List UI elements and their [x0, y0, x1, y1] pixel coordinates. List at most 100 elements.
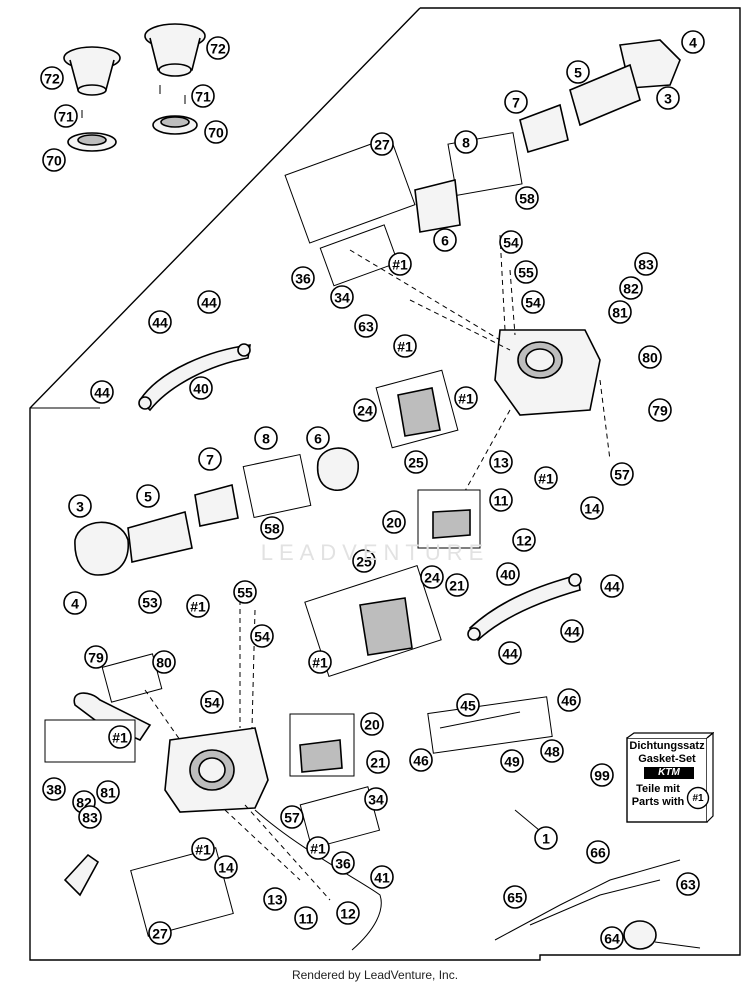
callout-hash-1: #1 — [306, 836, 330, 860]
callout-44: 44 — [600, 574, 624, 598]
callout-99: 99 — [590, 763, 614, 787]
callout-38: 38 — [42, 777, 66, 801]
callout-79: 79 — [648, 398, 672, 422]
callout-label: 44 — [502, 646, 518, 662]
callout-7: 7 — [198, 447, 222, 471]
callout-label: 58 — [519, 191, 535, 207]
callout-55: 55 — [233, 580, 257, 604]
callout-label: 24 — [424, 570, 440, 586]
svg-text:#1: #1 — [692, 793, 704, 804]
callout-label: 21 — [370, 755, 386, 771]
callout-81: 81 — [608, 300, 632, 324]
callout-label: 54 — [254, 629, 270, 645]
callout-label: 44 — [604, 579, 620, 595]
callout-label: 82 — [623, 281, 639, 297]
callout-label: #1 — [190, 599, 206, 615]
callout-label: 8 — [462, 135, 470, 151]
callout-label: 53 — [142, 595, 158, 611]
callout-40: 40 — [496, 562, 520, 586]
callout-label: #1 — [195, 842, 211, 858]
callout-label: 13 — [493, 455, 509, 471]
callout-label: 44 — [201, 295, 217, 311]
callout-11: 11 — [294, 906, 318, 930]
callout-label: 20 — [364, 717, 380, 733]
callout-label: 11 — [299, 911, 314, 927]
callout-label: 13 — [267, 892, 283, 908]
callout-label: 46 — [561, 693, 577, 709]
callout-label: 46 — [413, 753, 429, 769]
sensor-lead — [654, 941, 701, 949]
wire-harness-2 — [529, 879, 661, 926]
callout-25: 25 — [404, 450, 428, 474]
callout-54: 54 — [499, 230, 523, 254]
callout-label: 71 — [58, 109, 74, 125]
callout-label: 12 — [516, 533, 532, 549]
ktm-logo: KTM — [644, 767, 694, 779]
callout-6: 6 — [433, 228, 457, 252]
callout-label: 6 — [314, 431, 322, 447]
callout-label: 36 — [295, 271, 311, 287]
lower-right-bracket — [467, 573, 582, 642]
callout-46: 46 — [409, 748, 433, 772]
callout-hash-1: #1 — [393, 334, 417, 358]
gasket-line-1: Dichtungssatz — [629, 740, 705, 752]
callout-label: 55 — [237, 585, 253, 601]
callout-label: 54 — [204, 695, 220, 711]
callout-36: 36 — [291, 266, 315, 290]
callout-8: 8 — [254, 426, 278, 450]
callout-4: 4 — [681, 30, 705, 54]
callout-label: 72 — [44, 71, 60, 87]
callout-label: 34 — [334, 290, 350, 306]
callout-24: 24 — [353, 398, 377, 422]
callout-label: 70 — [208, 125, 224, 141]
callout-label: 66 — [590, 845, 606, 861]
callout-label: 21 — [449, 578, 465, 594]
callout-label: 99 — [594, 768, 610, 784]
callout-label: 72 — [210, 41, 226, 57]
callout-label: 63 — [358, 319, 374, 335]
callout-71: 71 — [191, 84, 215, 108]
callout-label: 81 — [612, 305, 628, 321]
callout-label: 45 — [460, 698, 476, 714]
callout-label: 71 — [195, 89, 211, 105]
gasket-badge: #1 — [686, 786, 710, 810]
callout-label: 54 — [503, 235, 519, 251]
callout-label: 34 — [368, 792, 384, 808]
callout-label: 40 — [193, 381, 209, 397]
callout-label: 3 — [76, 499, 84, 515]
callout-64: 64 — [600, 926, 624, 950]
callout-label: 81 — [100, 785, 116, 801]
callout-label: 1 — [542, 831, 550, 847]
callout-label: 79 — [88, 650, 104, 666]
callout-label: 49 — [504, 754, 520, 770]
callout-label: 63 — [680, 877, 696, 893]
callout-label: #1 — [538, 471, 554, 487]
callout-11: 11 — [489, 488, 513, 512]
callout-20: 20 — [382, 510, 406, 534]
callout-label: 83 — [82, 810, 98, 826]
middle-slide-assembly — [74, 447, 359, 576]
callout-45: 45 — [456, 693, 480, 717]
callout-label: 40 — [500, 567, 516, 583]
callout-label: 7 — [206, 452, 214, 468]
callout-27: 27 — [148, 921, 172, 945]
upper-float-bowl — [375, 369, 459, 449]
callout-label: 7 — [512, 95, 520, 111]
callout-label: 4 — [71, 596, 79, 612]
callout-4: 4 — [63, 591, 87, 615]
callout-label: 12 — [340, 906, 356, 922]
callout-40: 40 — [189, 376, 213, 400]
callout-63: 63 — [354, 314, 378, 338]
callout-label: 8 — [262, 431, 270, 447]
callout-label: 14 — [584, 501, 600, 517]
callout-34: 34 — [364, 787, 388, 811]
callout-hash-1: #1 — [388, 252, 412, 276]
callout-66: 66 — [586, 840, 610, 864]
callout-13: 13 — [263, 887, 287, 911]
lower-27-box — [130, 847, 234, 937]
callout-27: 27 — [370, 132, 394, 156]
callout-58: 58 — [515, 186, 539, 210]
heater-set-box — [427, 696, 553, 754]
callout-14: 14 — [214, 855, 238, 879]
callout-25: 25 — [352, 549, 376, 573]
